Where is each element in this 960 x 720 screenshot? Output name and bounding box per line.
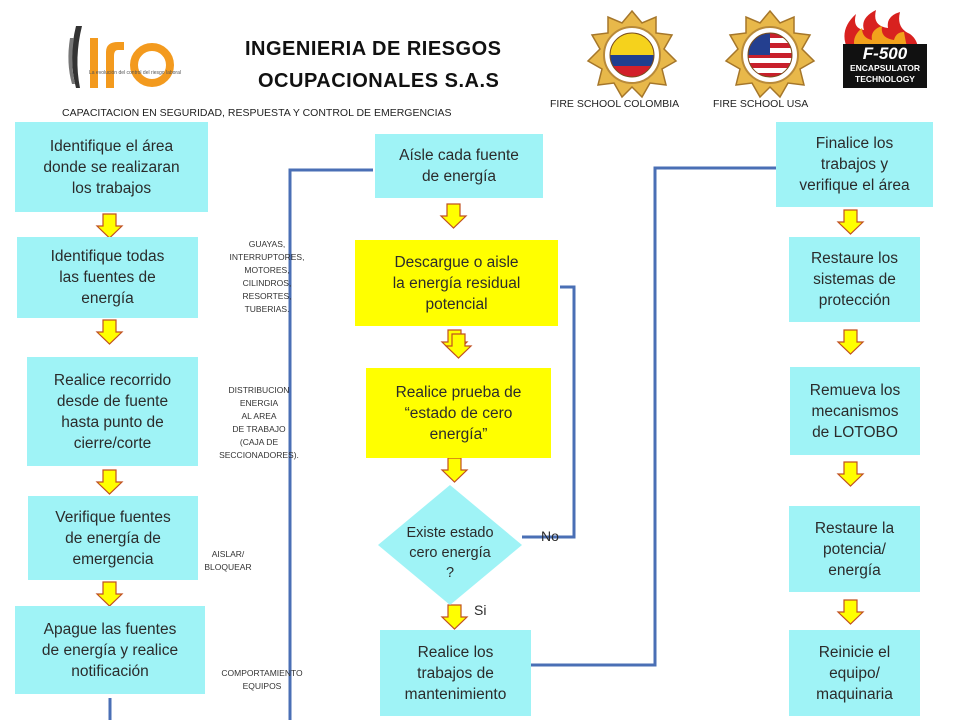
down-arrow-icon xyxy=(95,469,124,495)
middle-step-2: Descargue o aisle la energía residual po… xyxy=(355,240,558,326)
lro-logo xyxy=(68,26,174,88)
connector-left-to-middle xyxy=(288,168,373,720)
middle-step-3: Realice prueba de “estado de cero energí… xyxy=(366,368,551,458)
page-title-line2: OCUPACIONALES S.A.S xyxy=(258,70,500,92)
badge1-caption: FIRE SCHOOL COLOMBIA xyxy=(550,98,680,110)
down-arrow-icon xyxy=(836,329,865,355)
left-step-5: Apague las fuentes de energía y realice … xyxy=(15,606,205,694)
f500-logo-line3: TECHNOLOGY xyxy=(855,74,915,84)
down-arrow-icon xyxy=(440,457,469,483)
down-arrow-icon xyxy=(440,604,469,630)
right-step-2: Restaure los sistemas de protección xyxy=(789,237,920,322)
note-equipment-behavior: COMPORTAMIENTO EQUIPOS xyxy=(221,668,303,691)
decision-yes-label: Si xyxy=(474,602,487,618)
note-energy-sources: GUAYAS, INTERRUPTORES, MOTORES, CILINDRO… xyxy=(229,239,305,314)
decision-no-label: No xyxy=(541,528,559,544)
middle-step-4: Realice los trabajos de mantenimiento xyxy=(380,630,531,716)
logo-tagline: La evolución del control del riesgo labo… xyxy=(88,70,181,76)
left-step-3: Realice recorrido desde de fuente hasta … xyxy=(27,357,198,466)
right-step-5: Reinicie el equipo/ maquinaria xyxy=(789,630,920,716)
right-step-1: Finalice los trabajos y verifique el áre… xyxy=(776,122,933,207)
left-step-1: Identifique el área donde se realizaran … xyxy=(15,122,208,212)
middle-step-1: Aísle cada fuente de energía xyxy=(375,134,543,198)
f500-logo-title: F-500 xyxy=(862,44,908,63)
fire-school-usa-badge-icon xyxy=(724,9,816,99)
left-step-4: Verifique fuentes de energía de emergenc… xyxy=(28,496,198,580)
down-arrow-icon xyxy=(95,213,124,239)
right-step-4: Restaure la potencia/ energía xyxy=(789,506,920,592)
page-subtitle: CAPACITACION EN SEGURIDAD, RESPUESTA Y C… xyxy=(62,107,452,119)
down-arrow-icon xyxy=(836,461,865,487)
fire-school-colombia-badge-icon xyxy=(586,9,678,99)
connector-no-loop xyxy=(522,285,576,539)
note-energy-distribution: DISTRIBUCION ENERGIA AL AREA DE TRABAJO … xyxy=(219,385,299,460)
decision-diamond xyxy=(378,485,522,605)
down-arrow-icon xyxy=(444,333,473,359)
down-arrow-icon xyxy=(836,209,865,235)
decision-label: Existe estado cero energía ? xyxy=(406,525,494,581)
left-step-2: Identifique todas las fuentes de energía xyxy=(17,237,198,318)
down-arrow-icon xyxy=(95,319,124,345)
f500-logo: F-500 ENCAPSULATOR TECHNOLOGY xyxy=(843,44,927,88)
right-step-3: Remueva los mecanismos de LOTOBO xyxy=(790,367,920,455)
down-arrow-icon xyxy=(836,599,865,625)
badge2-caption: FIRE SCHOOL USA xyxy=(713,98,809,110)
page-title-line1: INGENIERIA DE RIESGOS xyxy=(245,38,502,60)
note-isolate-lock: AISLAR/ BLOQUEAR xyxy=(204,549,252,572)
connector-middle-to-right xyxy=(531,166,776,667)
f500-logo-line2: ENCAPSULATOR xyxy=(849,63,921,73)
down-arrow-icon xyxy=(95,581,124,607)
down-arrow-icon xyxy=(439,203,468,229)
